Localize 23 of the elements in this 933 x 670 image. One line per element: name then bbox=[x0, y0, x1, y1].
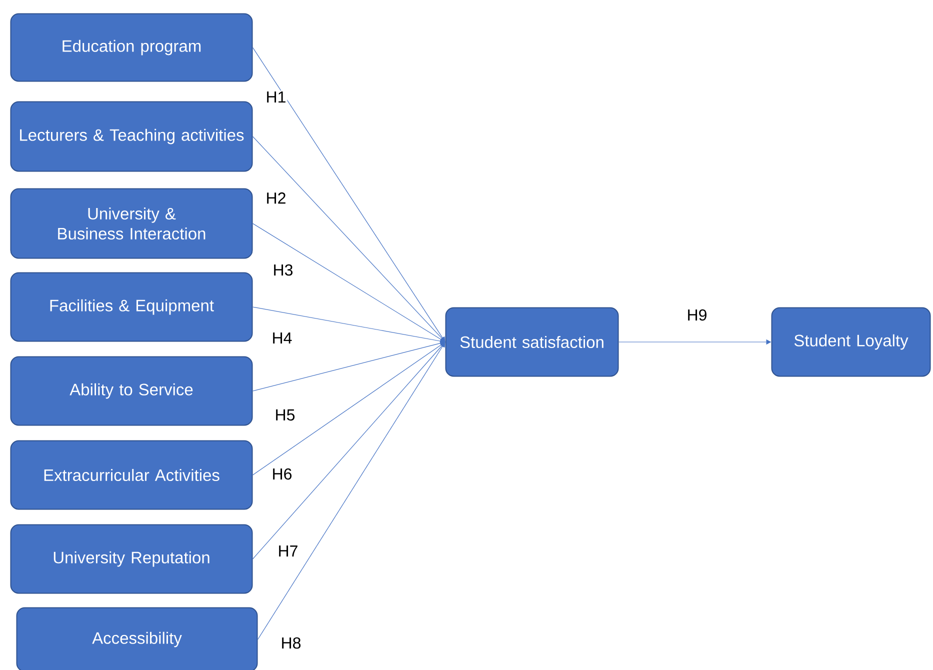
process-box: University Reputation bbox=[10, 524, 253, 594]
edge-label: H1 bbox=[264, 90, 288, 104]
edge-label: H8 bbox=[280, 636, 302, 650]
arrow bbox=[252, 136, 446, 342]
arrow bbox=[257, 342, 446, 640]
edge-label: H4 bbox=[270, 332, 294, 344]
edge-label: H7 bbox=[276, 544, 300, 558]
edge-label: H5 bbox=[274, 408, 296, 422]
edge-label: H3 bbox=[272, 263, 294, 277]
process-box: Ability to Service bbox=[10, 356, 253, 426]
process-box: Facilities & Equipment bbox=[10, 272, 253, 342]
edge-label: H6 bbox=[270, 467, 294, 481]
edge-label: H9 bbox=[686, 308, 708, 322]
process-box: Student Loyalty bbox=[771, 307, 931, 377]
edge-label: H2 bbox=[264, 191, 288, 205]
process-box: Extracurricular Activities bbox=[10, 440, 253, 510]
arrow bbox=[252, 47, 446, 342]
process-box: Accessibility bbox=[16, 607, 258, 670]
process-box: Education program bbox=[10, 13, 253, 82]
process-box: Student satisfaction bbox=[445, 307, 619, 377]
arrow bbox=[252, 342, 446, 560]
process-box: Lecturers & Teaching activities bbox=[10, 101, 253, 172]
process-box: University & Business Interaction bbox=[10, 188, 253, 259]
